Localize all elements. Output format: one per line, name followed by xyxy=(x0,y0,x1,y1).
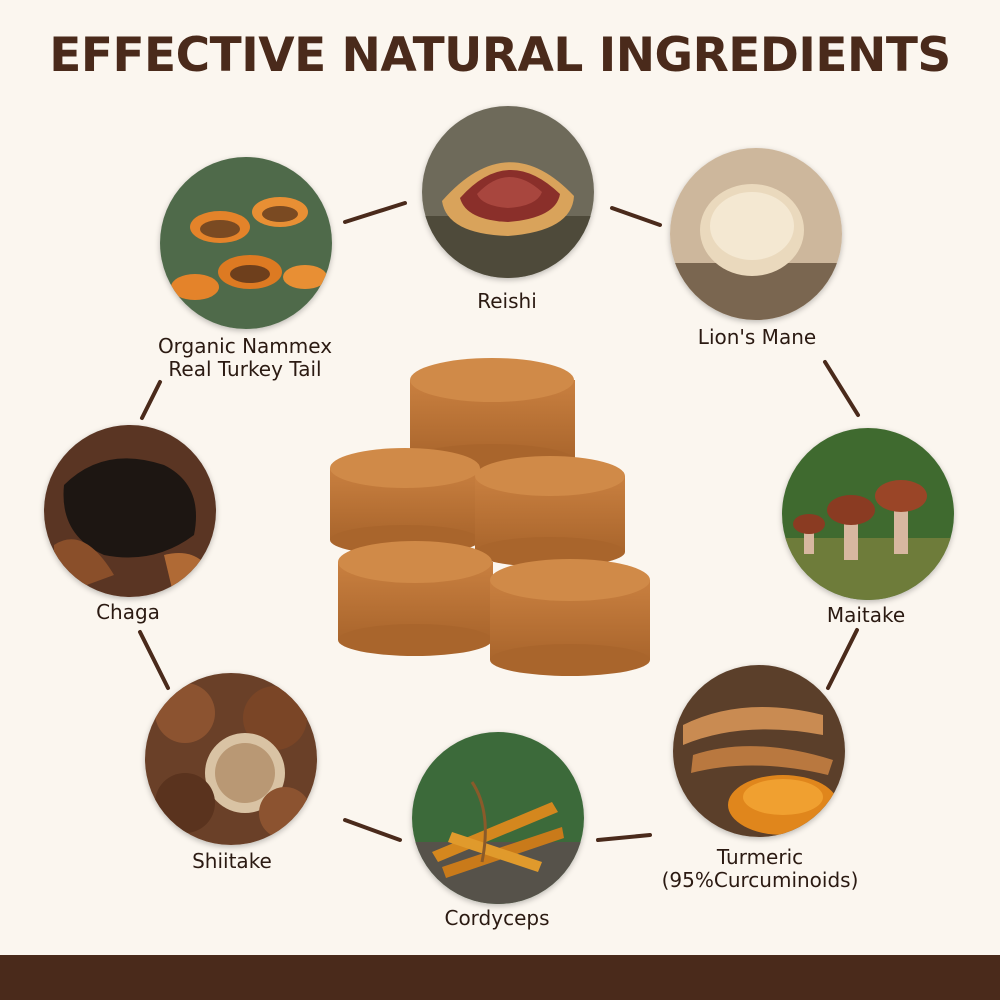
reishi-image xyxy=(422,106,594,278)
shiitake-image xyxy=(145,673,317,845)
chaga-label: Chaga xyxy=(96,600,160,624)
tablets-image xyxy=(330,358,650,676)
turmeric-label: Turmeric (95%Curcuminoids) xyxy=(661,845,859,892)
maitake-image xyxy=(782,428,954,600)
cordyceps-label: Cordyceps xyxy=(444,906,550,930)
turkey-tail-image xyxy=(160,157,332,329)
footer-bar xyxy=(0,955,1000,1000)
maitake-label: Maitake xyxy=(826,603,906,627)
turmeric-image xyxy=(673,665,845,837)
chaga-image xyxy=(44,425,216,597)
page-title: EFFECTIVE NATURAL INGREDIENTS xyxy=(49,28,951,83)
reishi-label: Reishi xyxy=(477,289,537,313)
lions-mane-image xyxy=(670,148,842,320)
lions-mane-label: Lion's Mane xyxy=(697,325,817,349)
shiitake-label: Shiitake xyxy=(192,849,272,873)
cordyceps-image xyxy=(412,732,584,904)
turkey-tail-label: Organic Nammex Real Turkey Tail xyxy=(157,334,333,381)
